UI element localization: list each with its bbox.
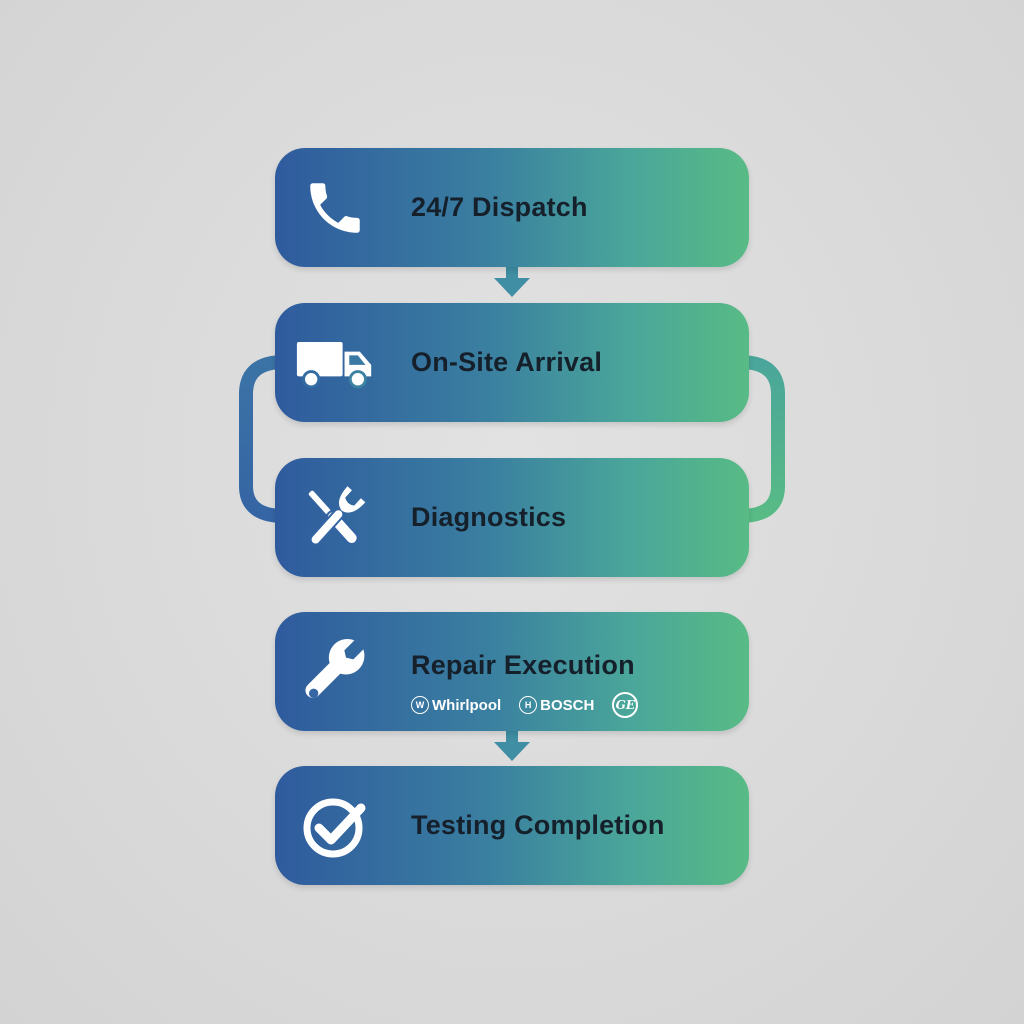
step-dispatch: 24/7 Dispatch — [275, 148, 749, 267]
arrow-connector-1 — [494, 262, 530, 297]
tools-icon — [295, 478, 375, 558]
ge-mark-icon: GE — [612, 692, 639, 718]
step-label: Testing Completion — [411, 810, 665, 840]
loop-connector-right — [733, 355, 785, 523]
ge-logo: GE — [612, 692, 639, 718]
brand-logos: W Whirlpool H BOSCH GE — [411, 692, 639, 718]
step-testing: Testing Completion — [275, 766, 749, 885]
step-label: Repair Execution — [411, 650, 635, 680]
step-label: 24/7 Dispatch — [411, 192, 588, 222]
loop-connector-left — [239, 355, 291, 523]
bosch-logo: H BOSCH — [519, 696, 594, 714]
step-diagnostics: Diagnostics — [275, 458, 749, 577]
whirlpool-logo: W Whirlpool — [411, 696, 501, 714]
step-label: On-Site Arrival — [411, 347, 603, 377]
bosch-mark-icon: H — [519, 696, 538, 714]
check-circle-icon — [295, 786, 375, 866]
step-repair: Repair Execution W Whirlpool H BOSCH GE — [275, 612, 749, 731]
whirlpool-mark-icon: W — [411, 696, 429, 714]
step-arrival: On-Site Arrival — [275, 303, 749, 422]
step-label: Diagnostics — [411, 502, 567, 532]
truck-icon — [295, 323, 375, 403]
wrench-icon — [295, 632, 375, 712]
arrow-connector-2 — [494, 726, 530, 761]
phone-icon — [295, 168, 375, 248]
